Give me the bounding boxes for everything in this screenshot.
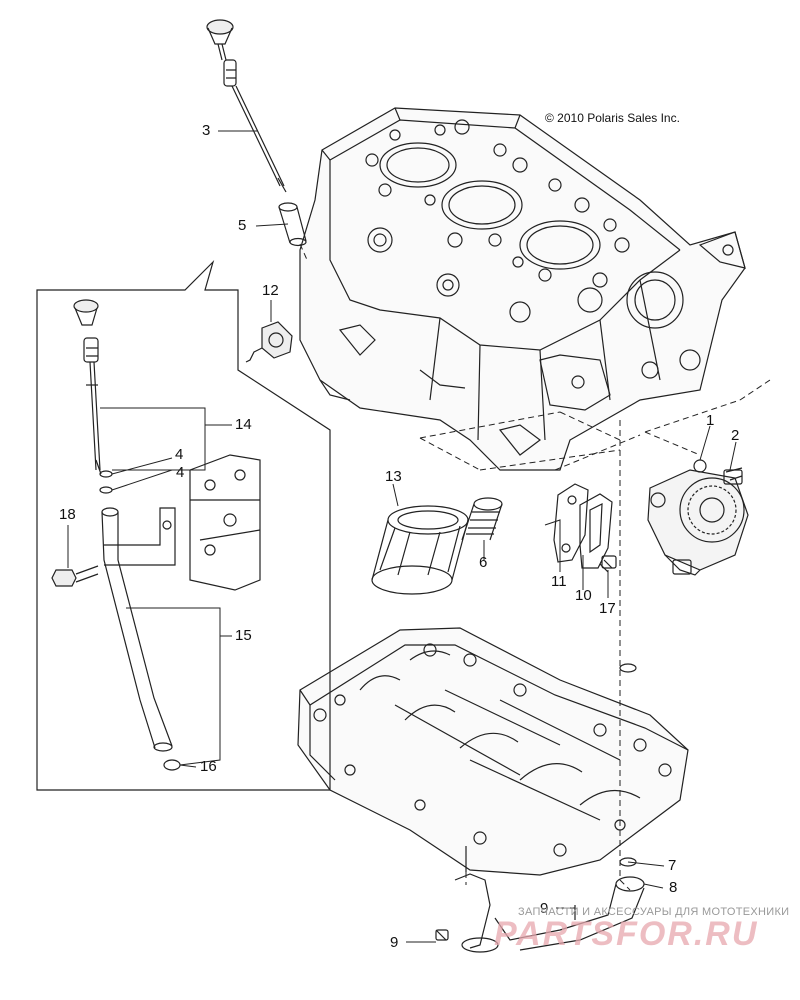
callout-10: 10 <box>575 587 592 604</box>
inset-dipstick-tube <box>101 507 176 752</box>
callout-16: 16 <box>200 758 217 775</box>
dipstick <box>206 19 287 193</box>
callout-4-lower: 4 <box>176 464 185 481</box>
callout-4-upper: 4 <box>175 446 184 463</box>
callout-18: 18 <box>59 506 76 523</box>
dipstick-tube-short <box>278 202 307 247</box>
assembly-lines <box>299 243 771 891</box>
inset-block-fragment <box>189 454 261 591</box>
callout-2: 2 <box>731 427 740 444</box>
callout-17: 17 <box>599 600 616 617</box>
watermark-brand: PARTSFOR.RU <box>494 915 759 953</box>
callout-8: 8 <box>669 879 678 896</box>
oil-pump <box>647 459 749 576</box>
leader-lines <box>67 130 737 943</box>
callout-14: 14 <box>235 416 252 433</box>
callout-1: 1 <box>706 412 715 429</box>
filter-nipple <box>461 497 503 541</box>
callout-13: 13 <box>385 468 402 485</box>
callout-11: 11 <box>551 573 567 590</box>
oil-filter <box>371 505 469 595</box>
callout-12: 12 <box>262 282 279 299</box>
callout-15: 15 <box>235 627 252 644</box>
inset-bolt <box>51 565 99 587</box>
lower-crankcase <box>297 627 689 876</box>
callout-7: 7 <box>668 857 677 874</box>
callout-9-right: 9 <box>540 900 549 917</box>
watermark-caption: ЗАПЧАСТИ И АКСЕССУАРЫ ДЛЯ МОТОТЕХНИКИ <box>518 906 790 918</box>
callout-9-left: 9 <box>390 934 399 951</box>
inset-frame <box>36 259 331 791</box>
callout-3: 3 <box>202 122 211 139</box>
pump-gasket-and-plate <box>553 483 617 573</box>
callout-6: 6 <box>479 554 488 571</box>
inset-plug <box>163 759 181 771</box>
oil-pressure-sensor <box>245 321 293 363</box>
inset-dipstick <box>73 299 113 494</box>
copyright-notice: © 2010 Polaris Sales Inc. <box>545 111 680 125</box>
callout-5: 5 <box>238 217 247 234</box>
upper-crankcase <box>299 107 746 471</box>
